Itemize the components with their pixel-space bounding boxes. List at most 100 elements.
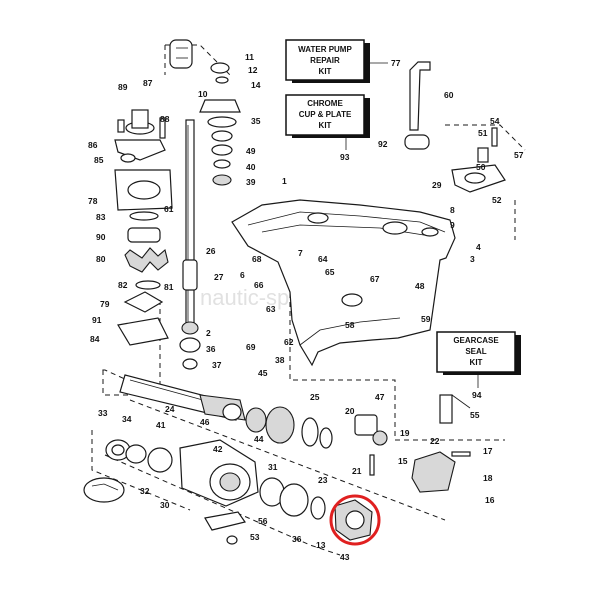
callout-56: 56 bbox=[258, 516, 268, 526]
callout-29: 29 bbox=[432, 180, 442, 190]
svg-text:SEAL: SEAL bbox=[465, 347, 486, 356]
svg-text:KIT: KIT bbox=[470, 358, 483, 367]
svg-text:KIT: KIT bbox=[319, 121, 332, 130]
callout-55: 55 bbox=[470, 410, 480, 420]
callout-13: 13 bbox=[316, 540, 326, 550]
callout-47: 47 bbox=[375, 392, 385, 402]
callout-89: 89 bbox=[118, 82, 128, 92]
callout-60: 60 bbox=[444, 90, 454, 100]
svg-text:GEARCASE: GEARCASE bbox=[453, 336, 499, 345]
callout-18: 18 bbox=[483, 473, 493, 483]
chrome-cup-plate-kit-box: CHROME CUP & PLATE KIT 93 bbox=[285, 94, 370, 162]
callout-15: 15 bbox=[398, 456, 408, 466]
callout-1: 1 bbox=[282, 176, 287, 186]
callout-9: 9 bbox=[450, 220, 455, 230]
callout-65: 65 bbox=[325, 267, 335, 277]
callout-11: 11 bbox=[245, 52, 254, 62]
svg-text:CHROME: CHROME bbox=[307, 99, 343, 108]
callout-62: 62 bbox=[284, 337, 294, 347]
callout-10: 10 bbox=[198, 89, 208, 99]
callout-50: 50 bbox=[476, 162, 486, 172]
water-pump-assembly bbox=[114, 109, 173, 346]
gearcase-seal-kit-box: GEARCASE SEAL KIT 94 bbox=[436, 331, 521, 400]
callout-36: 36 bbox=[292, 534, 302, 544]
callout-81: 81 bbox=[164, 282, 174, 292]
callout-4: 4 bbox=[476, 242, 481, 252]
callout-20: 20 bbox=[345, 406, 355, 416]
callout-42: 42 bbox=[213, 444, 223, 454]
callout-19: 19 bbox=[400, 428, 410, 438]
callout-92: 92 bbox=[378, 139, 388, 149]
callout-51: 51 bbox=[478, 128, 488, 138]
callout-68: 68 bbox=[252, 254, 262, 264]
callout-69: 69 bbox=[246, 342, 256, 352]
callout-64: 64 bbox=[318, 254, 328, 264]
callout-66: 66 bbox=[254, 280, 264, 290]
shift-rod-assembly bbox=[404, 61, 506, 193]
callout-44: 44 bbox=[254, 434, 264, 444]
callout-48: 48 bbox=[415, 281, 425, 291]
bearing-housing-assembly bbox=[83, 439, 326, 545]
callout-27: 27 bbox=[214, 272, 224, 282]
callout-34: 34 bbox=[122, 414, 132, 424]
callout-31: 31 bbox=[268, 462, 278, 472]
callout-40: 40 bbox=[246, 162, 256, 172]
driveshaft-assembly bbox=[169, 39, 241, 370]
callout-67: 67 bbox=[370, 274, 380, 284]
callout-33: 33 bbox=[98, 408, 108, 418]
callout-38: 38 bbox=[275, 355, 285, 365]
callout-84: 84 bbox=[90, 334, 100, 344]
gearcase-housing bbox=[231, 199, 456, 367]
dashed-assembly-outlines bbox=[91, 44, 526, 556]
callout-3: 3 bbox=[470, 254, 475, 264]
svg-text:REPAIR: REPAIR bbox=[310, 56, 340, 65]
callout-17: 17 bbox=[483, 446, 493, 456]
callout-6: 6 bbox=[240, 270, 245, 280]
callout-26: 26 bbox=[206, 246, 216, 256]
svg-text:77: 77 bbox=[391, 58, 401, 68]
callout-2: 2 bbox=[206, 328, 211, 338]
callout-86: 86 bbox=[88, 140, 98, 150]
svg-text:WATER PUMP: WATER PUMP bbox=[298, 45, 352, 54]
callout-22: 22 bbox=[430, 436, 440, 446]
callout-49: 49 bbox=[246, 146, 256, 156]
callout-25: 25 bbox=[310, 392, 320, 402]
callout-59: 59 bbox=[421, 314, 431, 324]
callout-63: 63 bbox=[266, 304, 276, 314]
callout-53: 53 bbox=[250, 532, 260, 542]
callout-58: 58 bbox=[345, 320, 355, 330]
callout-36: 36 bbox=[206, 344, 216, 354]
callout-7: 7 bbox=[298, 248, 303, 258]
callout-79: 79 bbox=[100, 299, 110, 309]
callout-61: 61 bbox=[164, 204, 174, 214]
svg-text:93: 93 bbox=[340, 152, 350, 162]
callout-23: 23 bbox=[318, 475, 328, 485]
callout-41: 41 bbox=[156, 420, 166, 430]
callout-80: 80 bbox=[96, 254, 106, 264]
callout-45: 45 bbox=[258, 368, 268, 378]
water-pump-kit-box: WATER PUMP REPAIR KIT 77 bbox=[285, 39, 401, 83]
propeller-shaft-assembly bbox=[119, 374, 471, 493]
callout-88: 88 bbox=[160, 114, 170, 124]
callout-21: 21 bbox=[352, 466, 362, 476]
callout-57: 57 bbox=[514, 150, 524, 160]
callout-37: 37 bbox=[212, 360, 222, 370]
callout-83: 83 bbox=[96, 212, 106, 222]
callout-90: 90 bbox=[96, 232, 106, 242]
svg-text:94: 94 bbox=[472, 390, 482, 400]
callout-43: 43 bbox=[340, 552, 350, 562]
highlighted-part-43[interactable] bbox=[329, 494, 381, 546]
callout-54: 54 bbox=[490, 116, 500, 126]
callout-85: 85 bbox=[94, 155, 104, 165]
callout-39: 39 bbox=[246, 177, 256, 187]
svg-text:KIT: KIT bbox=[319, 67, 332, 76]
callout-46: 46 bbox=[200, 417, 210, 427]
callout-14: 14 bbox=[251, 80, 261, 90]
callout-78: 78 bbox=[88, 196, 98, 206]
callout-52: 52 bbox=[492, 195, 502, 205]
callout-12: 12 bbox=[248, 65, 258, 75]
callout-24: 24 bbox=[165, 404, 175, 414]
callout-30: 30 bbox=[160, 500, 170, 510]
